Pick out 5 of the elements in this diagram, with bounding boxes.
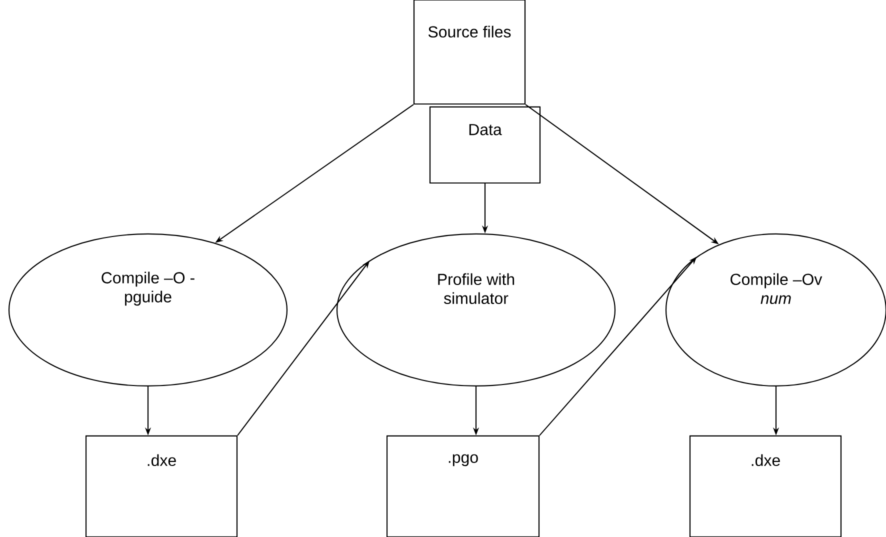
- process-box: .dxe: [689, 435, 842, 537]
- process-box: .pgo: [386, 435, 540, 537]
- process-box: Data: [429, 106, 541, 184]
- process-box: .dxe: [85, 435, 238, 537]
- process-box: Source files: [413, 0, 526, 105]
